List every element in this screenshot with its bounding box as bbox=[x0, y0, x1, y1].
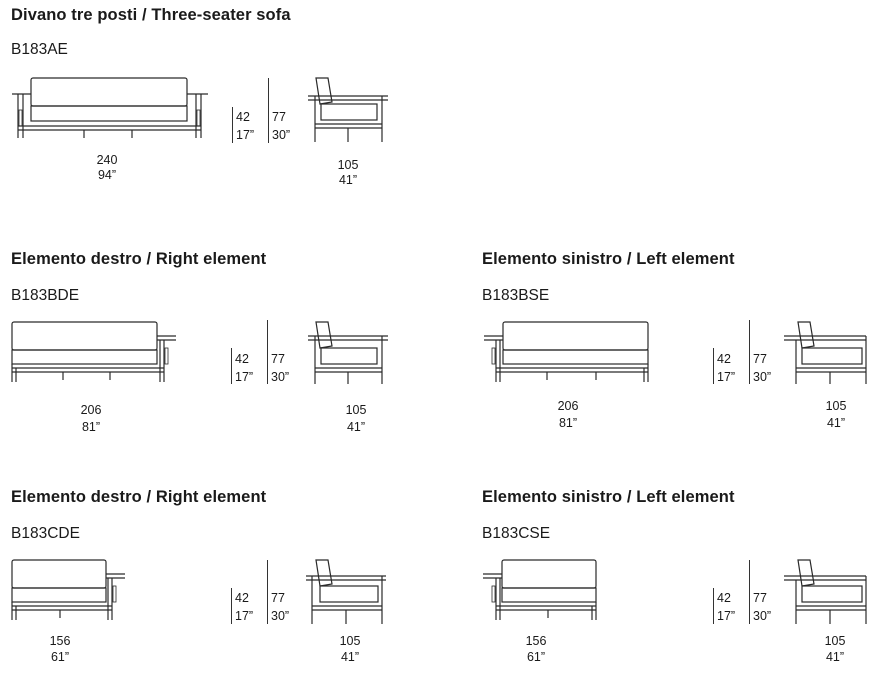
product-code: B183AE bbox=[11, 41, 68, 58]
front-view-drawing bbox=[11, 559, 125, 620]
side-view-drawing bbox=[306, 559, 386, 624]
total-height-line bbox=[268, 78, 269, 143]
total-height-inch-label: 30” bbox=[271, 609, 290, 623]
width-cm-label: 206 bbox=[557, 399, 579, 413]
seat-height-line bbox=[232, 107, 233, 143]
front-view-drawing bbox=[483, 559, 597, 620]
side-view-drawing bbox=[308, 77, 388, 142]
width-inch-label: 61” bbox=[50, 650, 70, 664]
seat-height-cm-label: 42 bbox=[717, 352, 731, 366]
depth-cm-label: 105 bbox=[345, 403, 367, 417]
seat-height-line bbox=[713, 588, 714, 624]
depth-inch-label: 41” bbox=[826, 416, 846, 430]
seat-height-cm-label: 42 bbox=[235, 352, 249, 366]
total-height-inch-label: 30” bbox=[753, 370, 772, 384]
seat-height-inch-label: 17” bbox=[236, 128, 255, 142]
width-cm-label: 206 bbox=[80, 403, 102, 417]
total-height-cm-label: 77 bbox=[271, 591, 285, 605]
section-title: Divano tre posti / Three-seater sofa bbox=[11, 6, 291, 24]
section-title: Elemento sinistro / Left element bbox=[482, 250, 735, 268]
width-inch-label: 94” bbox=[97, 168, 117, 182]
section-title: Elemento destro / Right element bbox=[11, 488, 267, 506]
front-view-drawing bbox=[484, 321, 649, 382]
depth-cm-label: 105 bbox=[339, 634, 361, 648]
product-code: B183BDE bbox=[11, 287, 80, 304]
front-view-drawing bbox=[11, 321, 176, 382]
seat-height-cm-label: 42 bbox=[717, 591, 731, 605]
total-height-line bbox=[749, 560, 750, 624]
seat-height-cm-label: 42 bbox=[235, 591, 249, 605]
total-height-cm-label: 77 bbox=[753, 591, 767, 605]
section-title: Elemento destro / Right element bbox=[11, 250, 267, 268]
seat-height-inch-label: 17” bbox=[717, 609, 736, 623]
side-view-drawing bbox=[784, 321, 867, 384]
side-view-drawing bbox=[308, 321, 388, 384]
total-height-inch-label: 30” bbox=[272, 128, 291, 142]
depth-inch-label: 41” bbox=[340, 650, 360, 664]
section-title: Elemento sinistro / Left element bbox=[482, 488, 735, 506]
product-code: B183CSE bbox=[482, 525, 551, 542]
depth-inch-label: 41” bbox=[338, 173, 358, 187]
seat-height-line bbox=[231, 348, 232, 384]
product-code: B183CDE bbox=[11, 525, 80, 542]
width-inch-label: 81” bbox=[81, 420, 101, 434]
seat-height-inch-label: 17” bbox=[235, 370, 254, 384]
width-cm-label: 156 bbox=[525, 634, 547, 648]
depth-cm-label: 105 bbox=[337, 158, 359, 172]
total-height-inch-label: 30” bbox=[271, 370, 290, 384]
side-view-drawing bbox=[784, 559, 867, 624]
depth-inch-label: 41” bbox=[346, 420, 366, 434]
seat-height-cm-label: 42 bbox=[236, 110, 250, 124]
total-height-line bbox=[749, 320, 750, 384]
total-height-cm-label: 77 bbox=[271, 352, 285, 366]
seat-height-line bbox=[713, 348, 714, 384]
total-height-line bbox=[267, 560, 268, 624]
width-inch-label: 61” bbox=[526, 650, 546, 664]
total-height-cm-label: 77 bbox=[753, 352, 767, 366]
width-cm-label: 240 bbox=[96, 153, 118, 167]
total-height-cm-label: 77 bbox=[272, 110, 286, 124]
depth-cm-label: 105 bbox=[824, 634, 846, 648]
total-height-inch-label: 30” bbox=[753, 609, 772, 623]
depth-cm-label: 105 bbox=[825, 399, 847, 413]
seat-height-line bbox=[231, 588, 232, 624]
seat-height-inch-label: 17” bbox=[235, 609, 254, 623]
width-cm-label: 156 bbox=[49, 634, 71, 648]
total-height-line bbox=[267, 320, 268, 384]
product-code: B183BSE bbox=[482, 287, 550, 304]
depth-inch-label: 41” bbox=[825, 650, 845, 664]
width-inch-label: 81” bbox=[558, 416, 578, 430]
seat-height-inch-label: 17” bbox=[717, 370, 736, 384]
front-view-drawing bbox=[12, 77, 208, 138]
